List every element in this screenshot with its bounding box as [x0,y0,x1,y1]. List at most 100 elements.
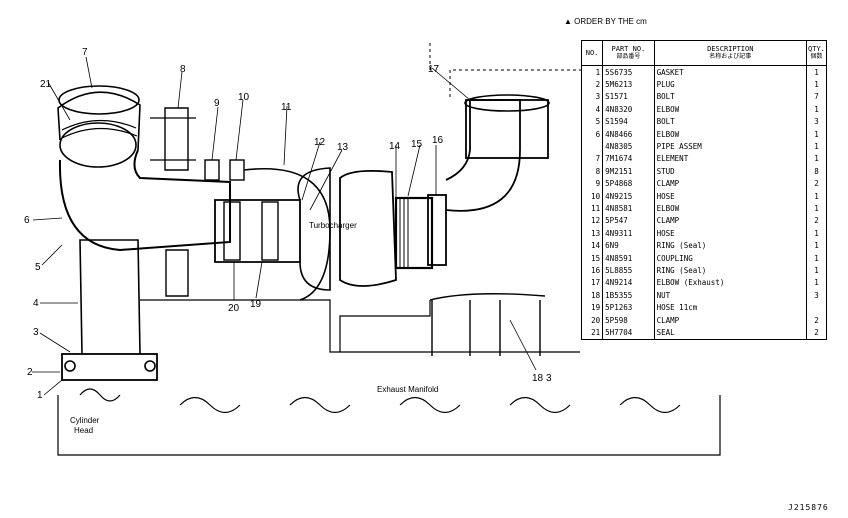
dashed-leader [429,42,582,100]
quantity: 3 [805,115,828,128]
callout-3: 3 [33,327,39,338]
callout-21: 21 [40,79,52,90]
leader-lines [32,56,537,396]
cylinder-head-label-line1: Cylinder [70,416,100,425]
part-number: 4N8591 [602,251,655,265]
header-no: NO. [580,40,604,66]
description: HOSE [653,227,807,240]
callout-8: 8 [180,64,186,75]
row-number: 13 [580,227,604,240]
row-number: 6 [580,127,604,141]
turbocharger-compressor [297,167,331,291]
description: BOLT [653,115,807,128]
part-number: 5P547 [602,214,655,228]
part-number: 5H7704 [602,326,655,340]
vertical-elbow [79,239,141,355]
row-number: 9 [580,177,604,190]
description: ELEMENT [653,152,807,166]
callout-1: 1 [37,390,43,401]
description: HOSE [653,189,807,203]
turbocharger-label: Turbocharger [309,221,357,230]
quantity: 7 [805,90,828,104]
part-number: 5M6213 [602,78,655,91]
quantity: 1 [805,276,828,290]
part-number: 7M1674 [602,152,655,166]
row-number: 15 [580,251,604,265]
element-cylinder-body [57,91,141,151]
quantity: 2 [805,313,828,327]
callout-19: 19 [250,299,262,310]
exhaust-manifold-flange [61,353,158,381]
description: CLAMP [653,313,807,327]
part-number: 9M2151 [602,165,655,178]
lower-bracket [165,249,189,297]
row-number: 10 [580,189,604,203]
callout-9: 9 [214,98,220,109]
description: COUPLING [653,251,807,265]
manifold-line-lower [339,300,431,352]
row-number: 16 [580,264,604,277]
part-number: 5P4868 [602,177,655,190]
callout-13: 13 [337,142,349,153]
turbocharger-body [339,169,397,287]
clamp-9 [204,159,220,181]
callout-18: 18 [532,373,544,384]
description: RING (Seal) [653,264,807,277]
description: CLAMP [653,214,807,228]
flange-bolt [64,360,76,372]
clamp-10 [229,159,245,181]
quantity: 1 [805,251,828,265]
quantity [805,301,828,314]
quantity: 1 [805,103,828,116]
callout-4: 4 [33,298,39,309]
elbow-11 [243,168,331,301]
description: ELBOW [653,127,807,141]
callout-14: 14 [389,141,401,152]
callout-6: 6 [24,215,30,226]
part-number: S1571 [602,90,655,104]
manifold-line [140,299,580,353]
pipe-assembly-elbow [58,149,231,252]
description: PLUG [653,78,807,91]
part-number: 1B5355 [602,289,655,302]
callout-7: 7 [82,47,88,58]
part-number: 4N8466 [602,127,655,141]
coupling-15 [394,196,434,270]
quantity: 1 [805,65,828,79]
callout-20: 20 [228,303,240,314]
quantity: 2 [805,326,828,340]
element-cylinder-front [59,122,137,168]
description: CLAMP [653,177,807,190]
figure-reference: J215876 [788,503,829,512]
quantity: 1 [805,152,828,166]
quantity: 1 [805,239,828,252]
exhaust-manifold-label: Exhaust Manifold [377,385,438,394]
flange-bolt [144,360,156,372]
callout-17: 17 [428,64,440,75]
callout-10: 10 [238,92,250,103]
quantity: 1 [805,227,828,240]
ring-16 [427,194,447,266]
stud-lines [150,117,196,161]
row-number: 21 [580,326,604,340]
clamp-19 [261,201,279,261]
part-number: 4N8581 [602,202,655,215]
part-number: 5S6735 [602,65,655,79]
part-number: 5P1263 [602,301,655,314]
row-number: 5 [580,115,604,128]
description: GASKET [653,65,807,79]
part-number: 4N9215 [602,189,655,203]
description: NUT [653,289,807,302]
part-number: 4N8320 [602,103,655,116]
